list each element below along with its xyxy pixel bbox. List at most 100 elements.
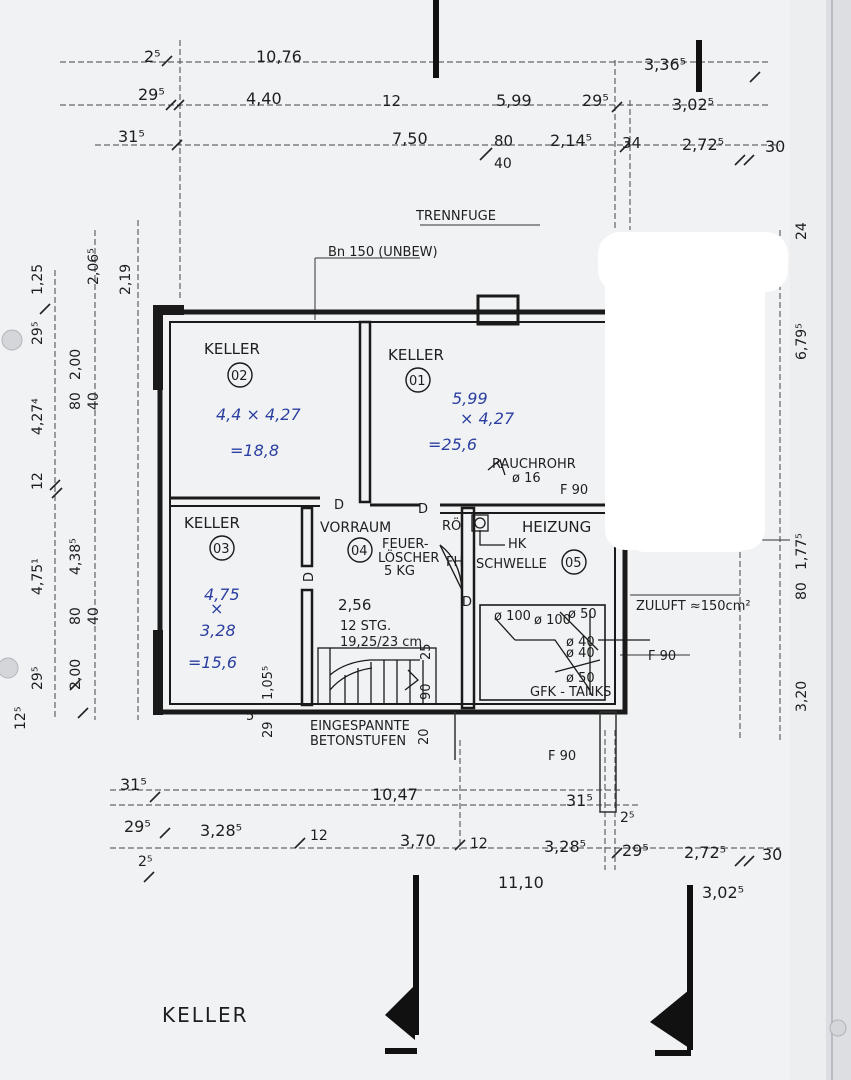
door-mark-2: D (418, 502, 428, 517)
room-name: HEIZUNG (522, 518, 591, 536)
note-vorraum-area: 2,56 (338, 596, 371, 614)
note-stairs-ratio: 19,25/23 cm (340, 635, 422, 650)
room-number: 01 (409, 374, 426, 389)
dim-top-7: 5,99 (496, 91, 532, 110)
room-name: KELLER (204, 340, 260, 358)
dim-top-14: 2,14⁵ (550, 131, 592, 150)
note-zuluft: ZULUFT ≈150cm² (636, 599, 751, 614)
room-hand-calc-3: 3,28 (200, 621, 236, 640)
note-f90-b: F 90 (648, 649, 676, 664)
note-tank-3: ø 50 (568, 607, 597, 622)
section-arrow-left-icon (385, 985, 415, 1040)
room-number: 05 (565, 556, 582, 571)
dim-bottom-7: 3,70 (400, 831, 436, 850)
note-roe: RÖ (442, 517, 461, 534)
room-number: 03 (213, 542, 230, 557)
dim-left-14: 2,00 (68, 659, 84, 690)
dim-right-2: 24 (794, 222, 810, 240)
dim-bottom-3: 31⁵ (566, 791, 593, 810)
dim-left-16: 12⁵ (13, 707, 29, 730)
room-hand-calc-2: =18,8 (230, 441, 279, 460)
dim-left-4: 29⁵ (30, 322, 46, 345)
dim-left-10: 4,75¹ (30, 558, 46, 595)
note-betonstufen: BETONSTUFEN (310, 734, 406, 749)
dim-top-5: 4,40 (246, 89, 282, 108)
dim-bottom-16: 2⁵ (620, 810, 635, 826)
note-loescher: LÖSCHER (378, 549, 439, 566)
note-rauchrohr: RAUCHROHR (492, 457, 576, 472)
dim-top-11: 7,50 (392, 129, 428, 148)
dim-bottom-4: 29⁵ (124, 817, 151, 836)
dim-bottom-5: 3,28⁵ (200, 821, 242, 840)
room-hand-calc-2: × 4,27 (460, 409, 515, 428)
dim-bottom-8: 12 (470, 836, 488, 852)
room-hand-calc-1: 4,4 × 4,27 (216, 405, 301, 424)
room-hand-calc-3: =25,6 (428, 435, 477, 454)
dim-top-3: 31⁵ (118, 127, 145, 146)
right-dimensions: 6,79⁵ 24 80 1,77⁵ 3,20 (794, 222, 810, 712)
dim-bottom-15: 3,02⁵ (702, 883, 744, 902)
note-tank-5: ø 40 (566, 646, 595, 661)
dim-left-6: 80 (68, 392, 84, 410)
dim-bottom-11: 2,72⁵ (684, 843, 726, 862)
redaction-block (598, 232, 788, 552)
note-stairs-count: 12 STG. (340, 619, 391, 634)
note-tank-1: ø 100 (494, 609, 531, 624)
bottom-dimensions: 31⁵ 10,47 31⁵ 29⁵ 3,28⁵ 12 3,70 12 3,28⁵… (120, 775, 782, 902)
dim-top-2: 29⁵ (138, 85, 165, 104)
room-number: 02 (231, 369, 248, 384)
dim-left-2: 2,06⁵ (86, 248, 102, 285)
room-name: KELLER (184, 514, 240, 532)
dim-left-13: 40 (86, 607, 102, 625)
dim-bottom-14: 11,10 (498, 873, 544, 892)
note-tank-6: ø 50 (566, 671, 595, 686)
dim-top-16: 2,72⁵ (682, 135, 724, 154)
section-markers (385, 0, 702, 1056)
dimension-ticks (39, 55, 761, 883)
sheet-title: KELLER (162, 1003, 249, 1027)
dim-left-15: 29⁵ (30, 667, 46, 690)
room-keller-02: KELLER 02 4,4 × 4,27 =18,8 (204, 340, 301, 460)
room-heizung-05: HEIZUNG 05 (522, 518, 591, 575)
dim-right-5: 3,20 (794, 681, 810, 712)
dim-bottom-10: 29⁵ (622, 841, 649, 860)
sleeve-edge (826, 0, 851, 1080)
dim-bottom-12: 30 (762, 845, 782, 864)
room-name: VORRAUM (320, 520, 391, 536)
dim-top-13: 40 (494, 156, 512, 172)
dim-left-3: 2,19 (118, 264, 134, 295)
punch-hole-top (1, 329, 23, 351)
dim-left-8: 4,27⁴ (30, 398, 46, 435)
dim-bottom-13: 2⁵ (138, 854, 153, 870)
note-fh: FH (446, 555, 463, 570)
room-number-circle (227, 362, 253, 388)
dim-top-15: 34 (622, 134, 641, 152)
dim-left-11: 4,38⁵ (68, 538, 84, 575)
punch-hole-right (829, 1019, 847, 1037)
dim-top-17: 30 (765, 137, 785, 156)
note-bn150: Bn 150 (UNBEW) (328, 245, 438, 260)
door-swings (439, 544, 463, 591)
dim-top-10: 3,02⁵ (672, 95, 714, 114)
dim-bottom-9: 3,28⁵ (544, 837, 586, 856)
dim-left-1: 1,25 (30, 264, 46, 295)
door-mark-1: D (334, 498, 344, 513)
room-hand-calc-1: 4,75 (204, 585, 240, 604)
dim-right-3: 80 (794, 582, 810, 600)
room-vorraum-04: VORRAUM 04 (320, 520, 391, 563)
dim-top-4: 10,76 (256, 47, 302, 66)
note-s29: 29 (261, 721, 276, 738)
top-dimensions: 2⁵ 29⁵ 31⁵ 10,76 4,40 12 5,99 29⁵ 3,36⁵ … (118, 47, 785, 172)
dim-top-9: 3,36⁵ (644, 55, 686, 74)
note-s5: 5 (246, 709, 254, 724)
room-number-circle (347, 537, 373, 563)
note-hk: HK (508, 537, 527, 552)
punch-hole-bottom (0, 657, 19, 679)
dim-top-8: 29⁵ (582, 91, 609, 110)
dim-left-9: 12 (30, 472, 46, 490)
note-eingespannte: EINGESPANNTE (310, 719, 410, 734)
note-feuer: FEUER- (382, 537, 429, 552)
staircase (317, 647, 437, 705)
note-tank-4: ø 40 (566, 635, 595, 650)
